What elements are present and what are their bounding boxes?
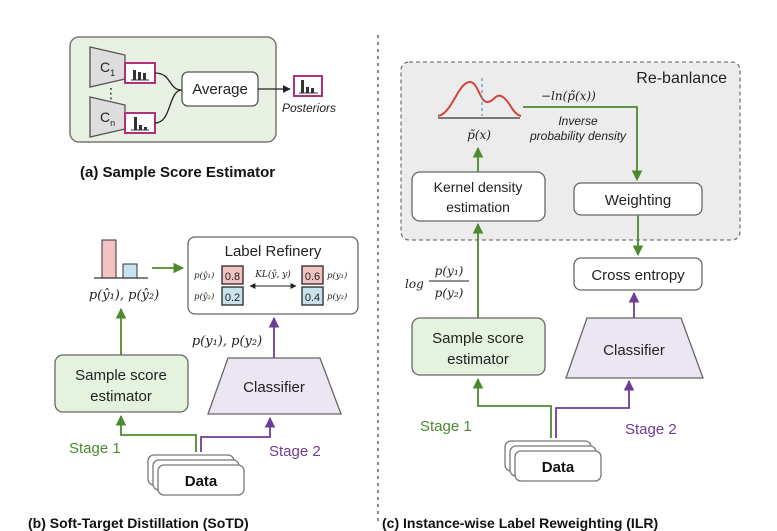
p-y1-label: p(y₁) — [327, 270, 347, 281]
value-cell-04 — [301, 286, 324, 306]
value-06: 0.6 — [305, 271, 320, 283]
average-label: Average — [192, 81, 248, 98]
cn-sub: n — [110, 118, 115, 128]
value-cell-08 — [221, 265, 244, 285]
classifier-b-label: Classifier — [243, 379, 305, 396]
data-label-b: Data — [185, 473, 218, 490]
caption-b: (b) Soft-Target Distillation (SoTD) — [28, 515, 249, 531]
ptilde-label: p̃(x) — [467, 128, 491, 142]
stage1-arrow-c — [472, 377, 552, 438]
ensemble-dots: ⋮ — [104, 85, 118, 101]
caption-c: (c) Instance-wise Label Reweighting (ILR… — [382, 515, 658, 531]
sample-score-b-l1: Sample score — [75, 367, 167, 384]
sample-score-c-l2: estimator — [447, 351, 509, 368]
neg-ln-label: −ln(p̃(x)) — [541, 89, 596, 103]
kde-l1: Kernel density — [434, 179, 523, 195]
kl-label: KL(ŷ, y) — [254, 269, 291, 280]
phat-y2-label: p(ŷ₂) — [194, 291, 214, 302]
sample-score-c-l1: Sample score — [432, 330, 524, 347]
classifier-c-label: Classifier — [603, 342, 665, 359]
density-curve — [437, 78, 522, 119]
stage2-label-c: Stage 2 — [625, 421, 677, 438]
log-label: log — [405, 277, 424, 291]
inverse-label-l2: probability density — [529, 129, 627, 143]
p-pair-label: p(y₁), p(y₂) — [192, 334, 262, 349]
weighting-label: Weighting — [605, 192, 671, 209]
stage2-label-b: Stage 2 — [269, 443, 321, 460]
stage1-label-c: Stage 1 — [420, 418, 472, 435]
sample-score-box-c — [411, 317, 546, 376]
sample-score-b-l2: estimator — [90, 388, 152, 405]
phat-pair-label: p(ŷ₁), p(ŷ₂) — [89, 288, 159, 303]
value-02: 0.2 — [225, 292, 240, 304]
merge-brace — [154, 72, 183, 124]
panel-a: C1 ⋮ Cn Average Posteriors (a) Sample Sc… — [69, 36, 336, 181]
svg-text:Cn: Cn — [100, 109, 115, 128]
stage2-arrow-b — [200, 416, 276, 452]
cross-entropy-label: Cross entropy — [591, 267, 685, 284]
panel-b: p(ŷ₁), p(ŷ₂) Label Refinery p(ŷ₁) p(ŷ₂) … — [28, 236, 359, 531]
value-08: 0.8 — [225, 271, 240, 283]
frac-num: p(y₁) — [435, 264, 464, 278]
data-stack-c — [504, 440, 602, 482]
density-to-weighting-arrow — [523, 106, 643, 182]
soft-label-bars — [94, 239, 148, 279]
data-stack-b — [147, 454, 245, 496]
caption-a: (a) Sample Score Estimator — [80, 164, 275, 181]
classifier-c — [565, 317, 704, 379]
kde-l2: estimation — [446, 199, 510, 215]
svg-text:C1: C1 — [100, 59, 115, 78]
inverse-label-l1: Inverse — [558, 114, 598, 128]
posteriors-label: Posteriors — [282, 101, 336, 115]
data-label-c: Data — [542, 459, 575, 476]
value-cell-06 — [301, 265, 324, 285]
label-refinery-title: Label Refinery — [225, 243, 322, 260]
stage2-arrow-c — [555, 379, 635, 438]
phat-y1-label: p(ŷ₁) — [194, 270, 214, 281]
stage1-arrow-b — [115, 414, 197, 452]
value-cell-02 — [221, 286, 244, 306]
rebalance-label: Re-banlance — [636, 70, 727, 87]
classifier-b — [207, 357, 342, 415]
stage1-label-b: Stage 1 — [69, 440, 121, 457]
c1-label: C — [100, 59, 110, 75]
c1-sub: 1 — [110, 68, 115, 78]
p-y2-label: p(y₂) — [327, 291, 347, 302]
cn-label: C — [100, 109, 110, 125]
cross-entropy-box — [573, 257, 703, 291]
value-04: 0.4 — [305, 292, 320, 304]
frac-den: p(y₂) — [435, 286, 464, 300]
panel-c: Re-banlance p̃(x) −ln(p̃(x)) Inverse pro… — [382, 61, 741, 531]
